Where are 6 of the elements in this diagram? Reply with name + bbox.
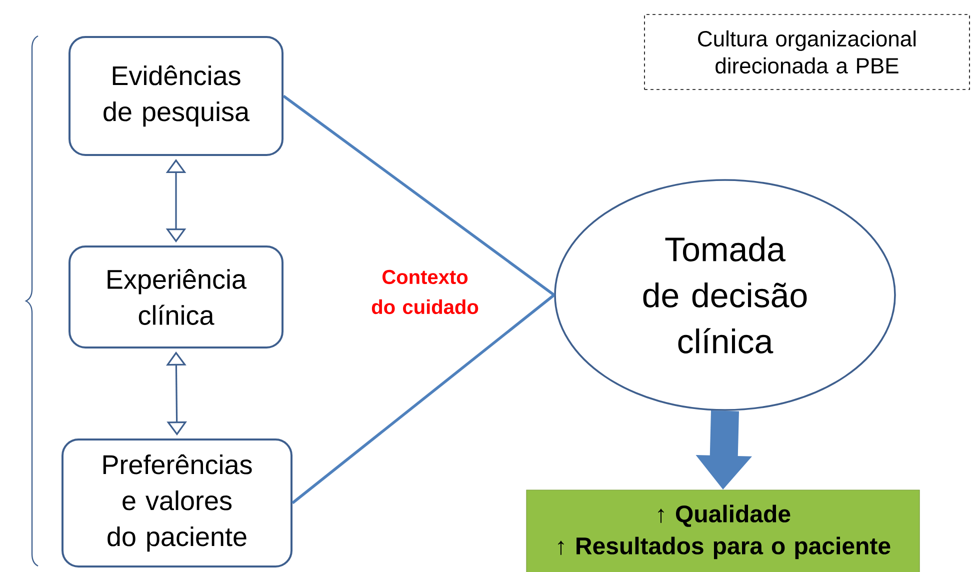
- context-label: Contexto do cuidado: [372, 270, 478, 314]
- rounded-box: Preferências e valores do paciente: [62, 438, 292, 568]
- dashed-box: Cultura organizacional direcionada a PBE: [644, 14, 970, 90]
- result-box: ↑ Qualidade ↑ Resultados para o paciente: [526, 490, 920, 572]
- rounded-box: Evidências de pesquisa: [68, 36, 284, 156]
- rounded-box: Experiência clínica: [68, 246, 284, 348]
